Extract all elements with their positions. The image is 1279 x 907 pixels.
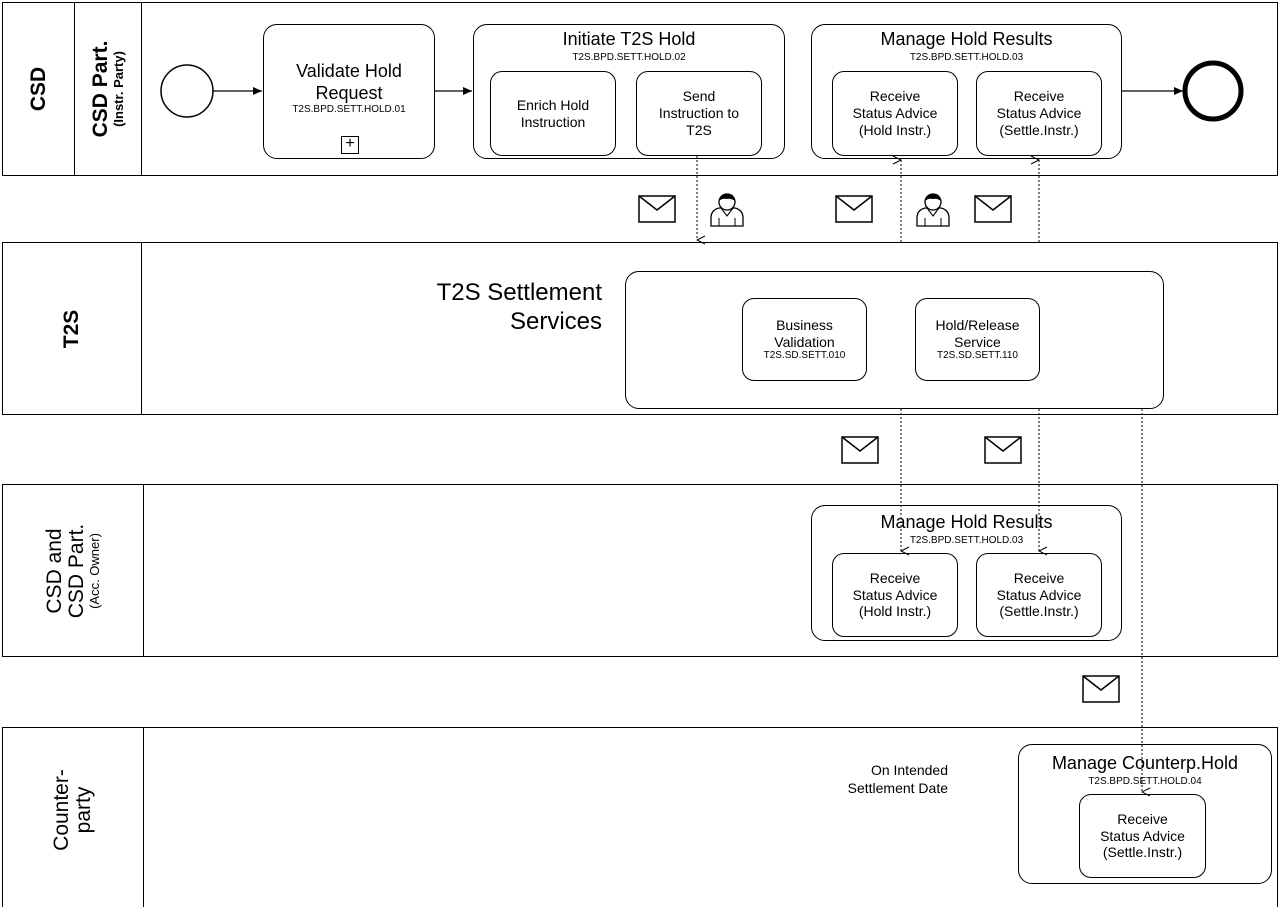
task-label-line2: Status Advice [996,586,1082,603]
task-label-line1: Receive [1013,88,1065,105]
annotation-intended-settlement-date: On Intended Settlement Date [780,761,948,797]
service-label-line1: Business [776,316,833,333]
user-icon [916,193,950,227]
title-line1: T2S Settlement [436,279,602,306]
task-label-line1: Send [682,88,716,105]
task-label-line2: Status Advice [852,586,938,603]
task-label-line2: Status Advice [852,105,938,122]
lane-label-sub: (Acc. Owner) [87,532,103,609]
subprocess-title: Manage Counterp.Hold [1051,753,1239,773]
task-label-line2: Instruction [520,113,586,130]
task-label-line3: (Settle.Instr.) [999,603,1079,620]
task-label-line1: Receive [1013,569,1065,586]
subprocess-title: Initiate T2S Hold [562,29,696,49]
lane-header-t2s: T2S [3,243,142,414]
subprocess-title: Manage Hold Results [880,512,1053,532]
process-code: T2S.BPD.SETT.HOLD.03 [909,52,1024,63]
task-enrich-hold-instruction[interactable]: Enrich Hold Instruction [490,71,616,156]
task-label-line1: Receive [869,569,921,586]
lane-label-line1: CSD and [43,527,67,614]
process-code: T2S.BPD.SETT.HOLD.02 [572,52,686,63]
task-receive-status-advice-counterparty[interactable]: Receive Status Advice (Settle.Instr.) [1079,794,1206,878]
role-label-sub: (Instr. Party) [111,51,127,127]
task-label-line2: Status Advice [996,105,1082,122]
lane-label-t2s: T2S [59,309,83,348]
role-header-csd-part: CSD Part. (Instr. Party) [75,3,142,175]
service-label-line1: Hold/Release [935,316,1020,333]
lane-label-counterparty: Counter- party [49,769,95,851]
lane-label-line1: Counter- [49,769,73,851]
task-label-line1: Receive [869,88,921,105]
task-receive-status-advice-settle[interactable]: Receive Status Advice (Settle.Instr.) [976,71,1102,156]
process-code: T2S.BPD.SETT.HOLD.01 [292,104,406,116]
process-code: T2S.BPD.SETT.HOLD.04 [1088,776,1202,787]
task-label-line1: Enrich Hold [516,96,590,113]
t2s-settlement-services-title: T2S Settlement Services [330,278,602,337]
envelope-icon [638,195,676,223]
task-send-instruction-to-t2s[interactable]: Send Instruction to T2S [636,71,762,156]
service-business-validation[interactable]: Business Validation T2S.SD.SETT.010 [742,298,867,381]
lane-label-line2: CSD Part. [65,523,89,618]
t2s-settlement-services-box[interactable] [625,271,1164,409]
task-label-line3: (Settle.Instr.) [1102,844,1183,861]
service-label-line2: Service [954,333,1001,350]
task-label-line1: Validate Hold [296,61,402,81]
pool-label-csd: CSD [26,66,50,112]
service-label-line2: Validation [774,333,835,350]
annotation-line2: Settlement Date [847,780,948,797]
process-code: T2S.BPD.SETT.HOLD.03 [909,535,1024,546]
service-code: T2S.SD.SETT.010 [763,350,846,362]
task-label-line2: Status Advice [1100,827,1185,844]
envelope-icon [984,436,1022,464]
task-receive-status-advice-hold-owner[interactable]: Receive Status Advice (Hold Instr.) [832,553,958,637]
envelope-icon [835,195,873,223]
lane-header-counterparty: Counter- party [3,728,144,907]
lane-header-account-owner: CSD and CSD Part. (Acc. Owner) [3,485,144,656]
task-receive-status-advice-hold[interactable]: Receive Status Advice (Hold Instr.) [832,71,958,156]
task-label-line1: Receive [1117,810,1168,827]
task-label-line2: Instruction to [658,105,740,122]
annotation-line1: On Intended [870,762,948,778]
subprocess-plus-icon[interactable]: + [341,136,359,154]
task-receive-status-advice-settle-owner[interactable]: Receive Status Advice (Settle.Instr.) [976,553,1102,637]
role-label-csd-part: CSD Part. (Instr. Party) [89,40,127,138]
task-label-line2: Request [315,82,383,103]
task-label-line3: (Settle.Instr.) [999,121,1079,138]
service-hold-release[interactable]: Hold/Release Service T2S.SD.SETT.110 [915,298,1040,381]
envelope-icon [974,195,1012,223]
task-label-line3: (Hold Instr.) [858,603,932,620]
pool-header-csd: CSD [3,3,75,175]
lane-label-account-owner: CSD and CSD Part. (Acc. Owner) [43,523,103,618]
task-validate-hold-request[interactable]: Validate Hold Request T2S.BPD.SETT.HOLD.… [263,24,435,159]
envelope-icon [841,436,879,464]
task-label-line3: T2S [686,121,712,138]
user-icon [710,193,744,227]
lane-label-line2: party [72,786,95,834]
subprocess-title: Manage Hold Results [880,29,1053,49]
task-label-line3: (Hold Instr.) [858,121,932,138]
envelope-icon [1082,675,1120,703]
title-line2: Services [509,308,602,336]
role-label-main: CSD Part. [89,40,113,138]
service-code: T2S.SD.SETT.110 [937,350,1018,362]
